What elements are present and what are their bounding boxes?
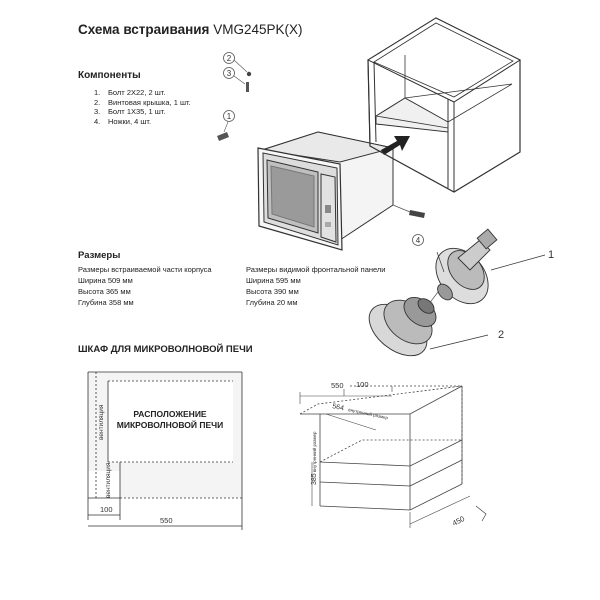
- insert-arrow-icon: [381, 136, 410, 155]
- panel-sizes: Размеры видимой фронтальной панели Ширин…: [246, 264, 386, 308]
- list-item: 3.Болт 1Х35, 1 шт.: [94, 107, 166, 117]
- iso-dim-450: 450: [451, 514, 466, 528]
- cabinet-heading: ШКАФ ДЛЯ МИКРОВОЛНОВОЙ ПЕЧИ: [78, 344, 253, 355]
- components-heading: Компоненты: [78, 70, 141, 81]
- vent-label-top: вентиляция: [98, 404, 105, 440]
- body-sizes: Размеры встраиваемой части корпуса Ширин…: [78, 264, 212, 308]
- cabinet-iso-drawing: [299, 385, 487, 528]
- panel-height: Высота 390 мм: [246, 287, 299, 296]
- panel-width: Ширина 595 мм: [246, 276, 301, 285]
- sizes-heading: Размеры: [78, 250, 121, 261]
- svg-text:1: 1: [227, 112, 232, 121]
- body-height: Высота 365 мм: [78, 287, 131, 296]
- cabinet-plan-drawing: [87, 371, 243, 530]
- screw-cap-icon: 2: [223, 52, 252, 77]
- microwave-drawing: [257, 131, 394, 251]
- list-item: 1.Болт 2Х22, 2 шт.: [94, 88, 166, 97]
- svg-text:2: 2: [498, 329, 504, 341]
- iso-dim-564: 564: [332, 403, 345, 412]
- iso-dim-385: 385: [311, 473, 318, 485]
- components-list: 1.Болт 2Х22, 2 шт. 2.Винтовая крышка, 1 …: [94, 88, 191, 126]
- list-item: 2.Винтовая крышка, 1 шт.: [94, 97, 191, 107]
- panel-depth: Глубина 20 мм: [246, 298, 298, 307]
- body-depth: Глубина 358 мм: [78, 298, 134, 307]
- plan-dim-100: 100: [100, 505, 113, 514]
- title-text: Схема встраивания: [78, 22, 210, 37]
- iso-dim-100: 100: [356, 380, 369, 389]
- side-bolt-icon: [392, 204, 425, 218]
- bolt-icon: 1: [217, 110, 235, 141]
- foot-assembly-1: 4 1: [412, 228, 554, 305]
- placement-label-1: РАСПОЛОЖЕНИЕ: [133, 409, 207, 419]
- cabinet-box-drawing: [366, 17, 522, 193]
- bolt-small-icon: 3: [223, 67, 249, 92]
- svg-text:1: 1: [548, 249, 554, 261]
- svg-text:2: 2: [227, 54, 232, 63]
- page-title: Схема встраивания VMG245PK(X): [78, 22, 302, 37]
- placement-label-2: МИКРОВОЛНОВОЙ ПЕЧИ: [117, 419, 223, 430]
- vent-label-bottom: вентиляция: [105, 462, 112, 498]
- iso-inner-label-2: внутренний размер: [311, 431, 317, 472]
- iso-dim-550: 550: [331, 381, 344, 390]
- model-code: VMG245PK(X): [213, 22, 303, 37]
- list-item: 4.Ножки, 4 шт.: [94, 116, 152, 126]
- foot-assembly-2: 2: [368, 296, 504, 357]
- svg-text:3: 3: [227, 69, 232, 78]
- plan-dim-550: 550: [160, 516, 173, 525]
- body-sizes-title: Размеры встраиваемой части корпуса: [78, 265, 212, 274]
- body-width: Ширина 509 мм: [78, 276, 133, 285]
- svg-text:4: 4: [416, 236, 421, 245]
- panel-sizes-title: Размеры видимой фронтальной панели: [246, 265, 386, 274]
- iso-inner-label: внутренний размер: [348, 406, 389, 420]
